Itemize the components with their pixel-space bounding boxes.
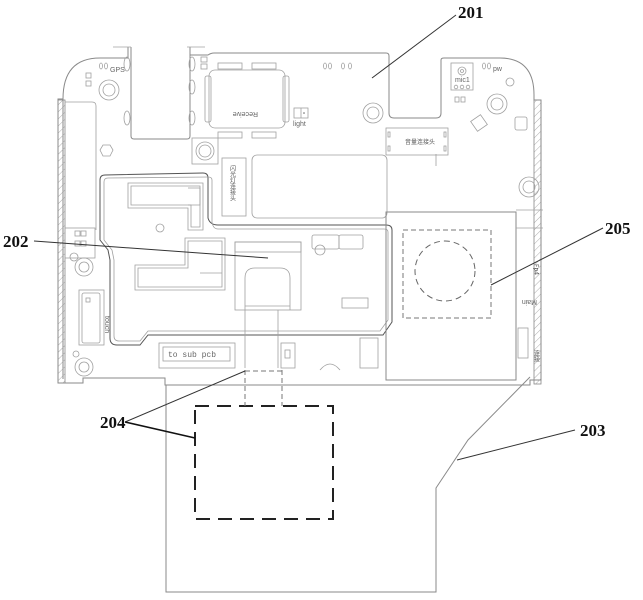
leader-205 — [490, 227, 604, 286]
ref-201: 201 — [458, 3, 484, 22]
connector-vertical-label: 闪光灯连接头 — [229, 164, 236, 202]
fingerprint-module — [194, 370, 334, 520]
right-edge-hatch — [533, 99, 542, 385]
leader-204b — [124, 421, 196, 439]
shield-region — [99, 172, 393, 368]
mic-label: mic1 — [455, 77, 470, 84]
receiver-label: Receive — [233, 110, 258, 117]
connector-top: 音量连接头 — [385, 127, 449, 156]
side-label-2: 连接 — [533, 349, 540, 363]
ref-203: 203 — [580, 421, 606, 440]
ref-202: 202 — [3, 232, 29, 251]
gps-label: GPS — [110, 67, 125, 74]
fpc-board — [165, 376, 531, 593]
main-board — [57, 46, 542, 386]
side-label-1: Fp4 — [533, 264, 540, 275]
leader-204a — [124, 370, 246, 423]
light-label: light — [293, 121, 306, 128]
ref-205: 205 — [605, 219, 631, 238]
connector-top-label: 音量连接头 — [405, 138, 435, 146]
leader-202 — [33, 240, 269, 259]
connector-vertical: 闪光灯连接头 — [221, 154, 388, 219]
leader-201 — [371, 14, 457, 79]
pw-label: pw — [493, 66, 503, 73]
touch-component: touch — [78, 289, 110, 346]
gps-area: GPS — [85, 56, 219, 165]
leader-lines — [33, 14, 604, 461]
main-label: Main — [522, 298, 537, 305]
leader-203 — [456, 429, 576, 461]
mic-area: mic1 pw — [450, 62, 540, 198]
camera-region: Main Fp4 连接 — [385, 209, 543, 381]
receiver-component: Receive light — [200, 56, 309, 139]
to-sub-pcb-connector: to sub pcb — [158, 337, 379, 371]
to-sub-pcb-label: to sub pcb — [168, 351, 216, 360]
touch-label: touch — [103, 316, 110, 333]
ref-204: 204 — [100, 413, 126, 432]
left-edge-hatch — [57, 99, 66, 384]
